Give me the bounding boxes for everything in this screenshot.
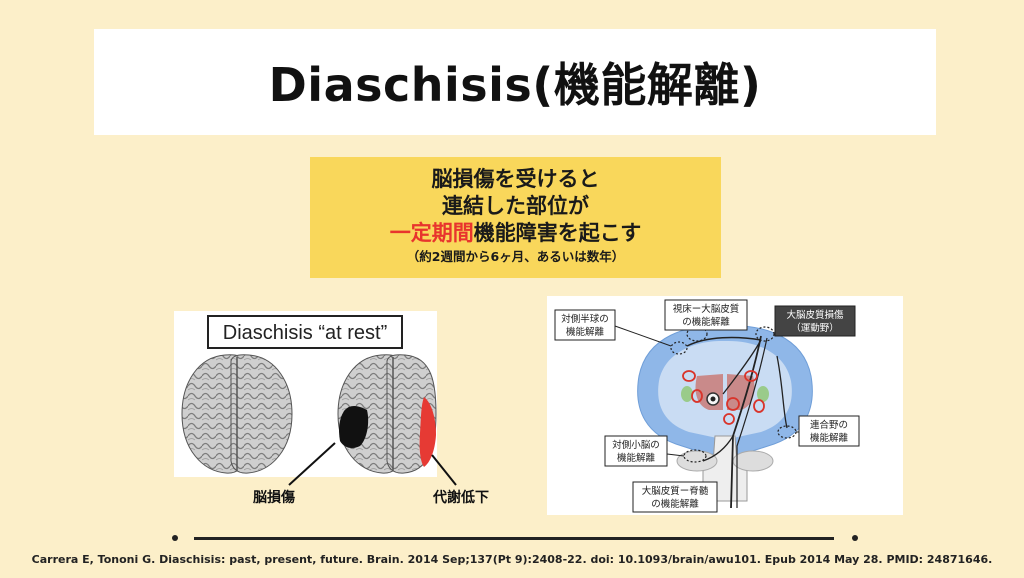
label-hypometabolism: 代謝低下 — [433, 490, 489, 506]
right-insula — [757, 386, 769, 402]
svg-text:大脳皮質ー脊髄: 大脳皮質ー脊髄 — [642, 485, 709, 497]
figure-heading: Diaschisis “at rest” — [223, 322, 387, 344]
brain-normal — [181, 354, 293, 474]
divider-dot-left — [172, 535, 178, 541]
label-association-cortex: 連合野の 機能解離 — [798, 415, 860, 447]
white-matter-shape — [658, 340, 792, 438]
callout-subnote: （約2週間から6ヶ月、あるいは数年） — [406, 249, 625, 264]
svg-text:機能解離: 機能解離 — [566, 326, 605, 338]
label-cortical-injury: 大脳皮質損傷 （運動野） — [774, 305, 856, 337]
brain-with-lesion — [337, 354, 437, 474]
svg-text:大脳皮質損傷: 大脳皮質損傷 — [786, 309, 844, 321]
summary-callout: 脳損傷を受けると 連結した部位が 一定期間機能障害を起こす （約2週間から6ヶ月… — [310, 157, 721, 278]
diaschisis-at-rest-figure: Diaschisis “at rest” — [174, 311, 437, 477]
brain-illustration: Diaschisis “at rest” — [181, 315, 437, 474]
label-contralateral-cerebellum: 対側小脳の 機能解離 — [604, 435, 668, 467]
callout-line-1: 脳損傷を受けると — [431, 167, 600, 191]
hypometabolic-area — [419, 397, 436, 467]
label-contralateral-hemisphere: 対側半球の 機能解離 — [554, 309, 616, 341]
right-deep-nuclei — [727, 374, 755, 410]
lesion-area — [339, 405, 369, 449]
svg-text:の機能解離: の機能解離 — [682, 316, 730, 328]
left-insula — [681, 386, 693, 402]
cerebellum-right — [732, 450, 774, 472]
svg-text:視床ー大脳皮質: 視床ー大脳皮質 — [673, 303, 740, 315]
svg-text:の機能解離: の機能解離 — [651, 498, 699, 510]
label-brain-injury: 脳損傷 — [253, 490, 295, 506]
title-banner: Diaschisis(機能解離) — [94, 29, 936, 135]
callout-line-3: 一定期間機能障害を起こす — [310, 220, 721, 247]
cerebellum-left — [676, 450, 718, 472]
callout-highlight: 一定期間 — [389, 221, 474, 245]
svg-text:対側小脳の: 対側小脳の — [612, 439, 660, 451]
divider-line — [194, 537, 834, 540]
callout-line-3-rest: 機能障害を起こす — [473, 221, 642, 245]
coronal-brain-diagram: 対側半球の 機能解離 視床ー大脳皮質 の機能解離 大脳皮質損傷 （運動野） 連合… — [554, 299, 860, 513]
svg-text:機能解離: 機能解離 — [617, 452, 656, 464]
coronal-diagram-figure: 対側半球の 機能解離 視床ー大脳皮質 の機能解離 大脳皮質損傷 （運動野） 連合… — [547, 296, 903, 515]
slide-title: Diaschisis(機能解離) — [268, 58, 762, 112]
label-thalamocortical: 視床ー大脳皮質 の機能解離 — [664, 299, 748, 331]
svg-text:対側半球の: 対側半球の — [561, 313, 609, 325]
label-corticospinal: 大脳皮質ー脊髄 の機能解離 — [632, 481, 718, 513]
heading-box — [207, 315, 403, 349]
svg-text:機能解離: 機能解離 — [810, 432, 849, 444]
callout-line-2: 連結した部位が — [442, 194, 589, 218]
citation: Carrera E, Tononi G. Diaschisis: past, p… — [31, 553, 993, 566]
svg-text:連合野の: 連合野の — [810, 419, 848, 431]
divider-dot-right — [852, 535, 858, 541]
red-markers — [682, 370, 765, 425]
svg-text:（運動野）: （運動野） — [791, 322, 839, 334]
